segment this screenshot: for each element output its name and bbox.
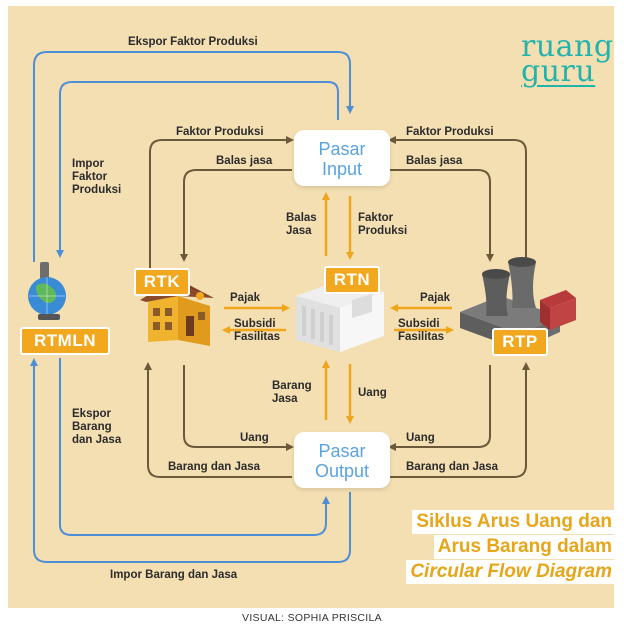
label-ekspor-faktor-produksi: Ekspor Faktor Produksi bbox=[128, 36, 258, 48]
label-balas-jasa-center: Balas Jasa bbox=[286, 212, 317, 237]
label-ekspor-barang-jasa: Ekspor Barang dan Jasa bbox=[72, 408, 122, 446]
globe-icon bbox=[28, 262, 66, 320]
label-pajak-right: Pajak bbox=[420, 292, 451, 304]
arrow-balas-jasa-left bbox=[180, 169, 292, 262]
label-pajak-left: Pajak bbox=[230, 292, 261, 304]
label-faktor-produksi-left: Faktor Produksi bbox=[176, 126, 264, 138]
arrow-uang-right bbox=[388, 365, 491, 451]
label-faktor-produksi-center: Faktor Produksi bbox=[358, 212, 408, 237]
arrow-faktor-produksi-right bbox=[388, 136, 527, 268]
ruangguru-logo: ruang guru bbox=[521, 29, 614, 89]
arrow-impor-faktor-produksi bbox=[56, 81, 339, 258]
factory-icon bbox=[460, 257, 576, 350]
visual-credit: VISUAL: SOPHIA PRISCILA bbox=[242, 612, 382, 624]
rtmln-tag: RTMLN bbox=[20, 327, 110, 355]
arrow-ekspor-barang-jasa bbox=[59, 358, 330, 536]
label-balas-jasa-right: Balas jasa bbox=[406, 155, 463, 167]
house-icon bbox=[140, 278, 214, 346]
title-line-2: Arus Barang dalam bbox=[433, 535, 616, 559]
label-impor-barang-jasa: Impor Barang dan Jasa bbox=[110, 569, 238, 581]
arrow-ekspor-faktor-produksi bbox=[33, 51, 354, 262]
rtk-tag: RTK bbox=[134, 268, 190, 296]
arrow-barang-jasa-left bbox=[144, 362, 292, 478]
arrow-faktor-produksi-left bbox=[149, 136, 294, 268]
arrow-impor-barang-jasa bbox=[30, 358, 351, 563]
label-barang-dan-jasa-left: Barang dan Jasa bbox=[168, 461, 261, 473]
rtn-tag: RTN bbox=[324, 266, 380, 294]
label-subsidi-left: Subsidi Fasilitas bbox=[234, 318, 281, 343]
title-line-3: Circular Flow Diagram bbox=[406, 560, 616, 584]
logo-line-2: guru bbox=[521, 54, 596, 89]
arrow-uang-left bbox=[183, 365, 294, 451]
label-faktor-produksi-right: Faktor Produksi bbox=[406, 126, 494, 138]
rtp-tag: RTP bbox=[492, 328, 548, 356]
pasar-input-line-1: Pasar bbox=[318, 139, 366, 159]
label-impor-faktor-produksi: Impor Faktor Produksi bbox=[72, 158, 122, 196]
pasar-input-line-2: Input bbox=[321, 159, 363, 179]
label-uang-center: Uang bbox=[358, 387, 387, 399]
pasar-input-box: Pasar Input bbox=[294, 130, 390, 186]
arrow-barang-jasa-right bbox=[390, 362, 530, 478]
logo-line-1: ruang bbox=[521, 29, 614, 64]
label-subsidi-right: Subsidi Fasilitas bbox=[398, 318, 445, 343]
label-uang-right: Uang bbox=[406, 432, 435, 444]
title-line-1: Siklus Arus Uang dan bbox=[412, 510, 616, 534]
label-balas-jasa-left: Balas jasa bbox=[216, 155, 273, 167]
pasar-output-line-2: Output bbox=[314, 461, 370, 481]
label-barang-jasa-center: Barang Jasa bbox=[272, 380, 312, 405]
label-uang-left: Uang bbox=[240, 432, 269, 444]
arrow-balas-jasa-right bbox=[390, 169, 494, 262]
label-barang-dan-jasa-right: Barang dan Jasa bbox=[406, 461, 499, 473]
pasar-output-box: Pasar Output bbox=[294, 432, 390, 488]
pasar-output-line-1: Pasar bbox=[318, 441, 366, 461]
